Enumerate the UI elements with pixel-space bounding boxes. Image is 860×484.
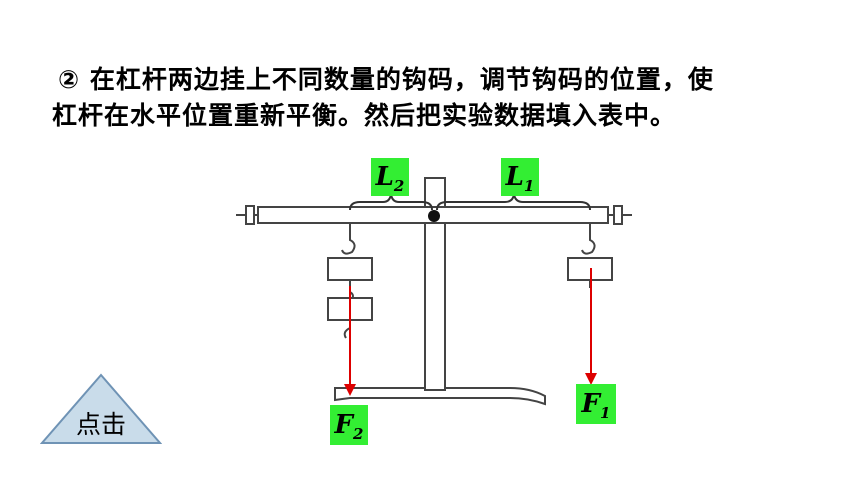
label-f2: F2 — [330, 405, 368, 445]
label-f1: F1 — [576, 384, 616, 424]
left-end-knob — [236, 205, 258, 225]
stand-base — [334, 387, 546, 406]
force-arrow-f2 — [344, 286, 356, 396]
label-f2-sub: 2 — [353, 425, 364, 443]
label-f1-main: F — [581, 389, 601, 419]
label-l1-main: L — [505, 162, 524, 192]
force-arrow-f1 — [585, 268, 597, 385]
label-l1: L1 — [501, 158, 539, 196]
triangle-icon — [40, 373, 162, 444]
instruction-text: ② 在杠杆两边挂上不同数量的钩码，调节钩码的位置，使 杠杆在水平位置重新平衡。然… — [52, 62, 812, 134]
label-f1-sub: 1 — [600, 404, 611, 422]
label-l1-sub: 1 — [523, 177, 535, 195]
click-play-button[interactable]: 点击 — [40, 373, 162, 445]
label-f2-main: F — [334, 410, 354, 440]
pivot-point — [428, 210, 440, 222]
stand-pole — [424, 177, 446, 391]
right-end-knob — [608, 205, 632, 225]
label-l2-main: L — [375, 162, 394, 192]
click-play-label: 点击 — [75, 410, 126, 439]
instruction-line-2: 杠杆在水平位置重新平衡。然后把实验数据填入表中。 — [52, 101, 677, 130]
label-l2: L2 — [371, 158, 409, 196]
instruction-line-1: ② 在杠杆两边挂上不同数量的钩码，调节钩码的位置，使 — [58, 65, 714, 94]
label-l2-sub: 2 — [393, 177, 405, 195]
